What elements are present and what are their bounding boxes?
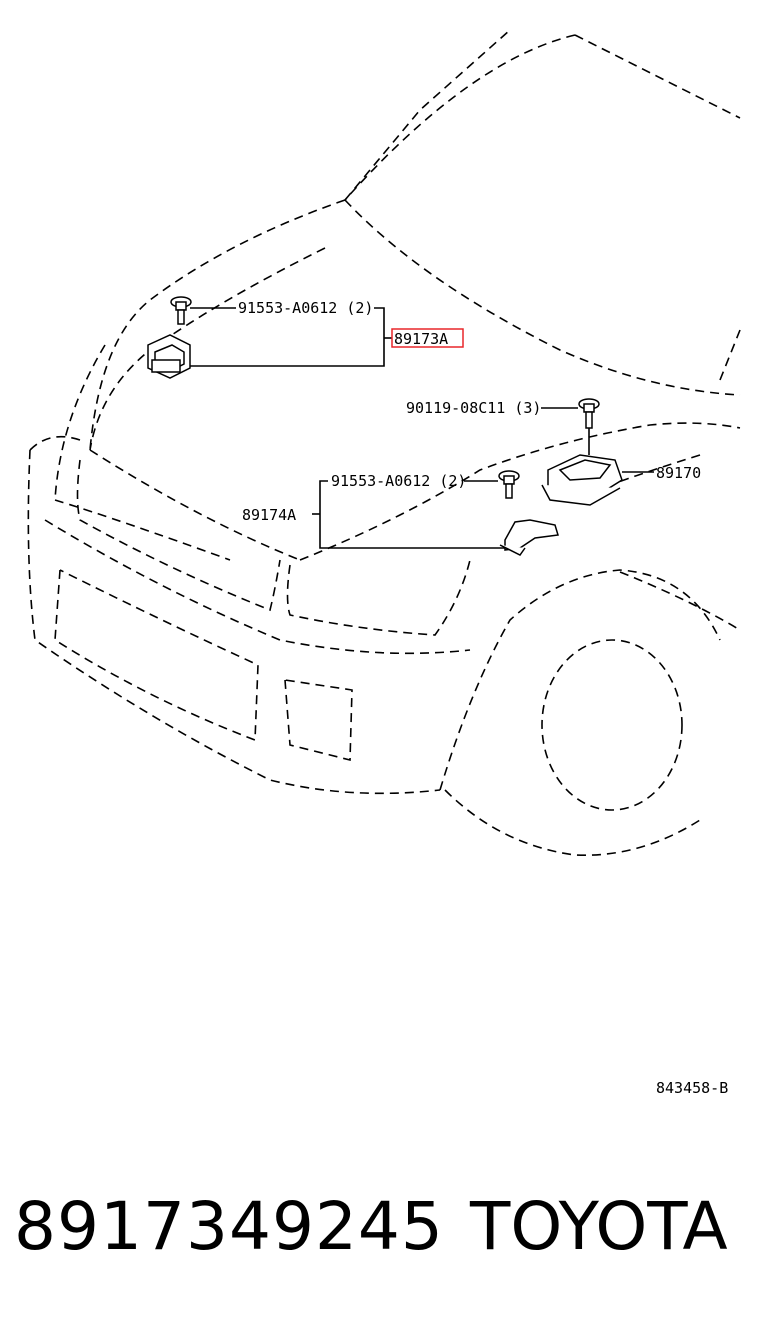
sensor-89173a-part <box>147 334 191 379</box>
callout-bolt-right: 90119-08C11 (3) <box>406 399 541 417</box>
bolt-lower-part <box>498 470 520 499</box>
highlight-box <box>391 328 464 348</box>
module-89170-part <box>541 454 623 506</box>
vehicle-outline <box>27 29 741 857</box>
brand-name: TOYOTA <box>470 1188 728 1265</box>
bolt-right-part <box>578 398 600 429</box>
callout-sensor-89173a[interactable]: 89173A <box>394 330 448 348</box>
part-number: 8917349245 <box>14 1188 444 1265</box>
leader-lines <box>190 307 654 549</box>
callout-bracket-89174a[interactable]: 89174A <box>242 506 296 524</box>
parts-diagram: 91553-A0612 (2) 89173A 90119-08C11 (3) 8… <box>27 29 741 857</box>
footer: 8917349245 TOYOTA <box>0 1188 760 1278</box>
diagram-id: 843458-B <box>656 1079 729 1097</box>
bracket-89174a-part <box>499 519 559 556</box>
callout-bolt-lower: 91553-A0612 (2) <box>331 472 466 490</box>
callout-bolt-upper: 91553-A0612 (2) <box>238 299 373 317</box>
bolt-upper-part <box>170 296 192 325</box>
callout-module-89170[interactable]: 89170 <box>656 464 701 482</box>
